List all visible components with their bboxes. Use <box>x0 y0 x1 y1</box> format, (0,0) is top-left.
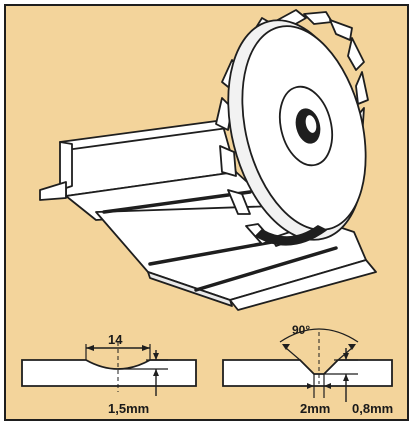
detail-left-width-label: 14 <box>108 332 123 347</box>
detail-right-flat-label: 2mm <box>300 401 331 416</box>
detail-right-angle-arc <box>279 328 359 343</box>
saw-blade-shadow <box>255 225 327 246</box>
detail-left-profile <box>21 342 197 396</box>
detail-left-depth-label: 1,5mm <box>108 401 150 416</box>
sheet-left-tab <box>39 181 67 201</box>
sheet-lower-panel <box>229 259 377 311</box>
detail-right-angle-label: 90° <box>292 323 311 337</box>
saw-blade <box>215 9 369 247</box>
detail-right-depth-label: 0,8mm <box>352 401 394 416</box>
groove-3 <box>194 246 338 292</box>
groove-1 <box>102 190 252 214</box>
detail-right-profile <box>222 328 393 402</box>
sheet-front-edge <box>147 271 233 307</box>
folded-sheet <box>39 119 377 311</box>
sheet-top-lip <box>59 141 73 191</box>
detail-left-bar <box>21 359 197 387</box>
